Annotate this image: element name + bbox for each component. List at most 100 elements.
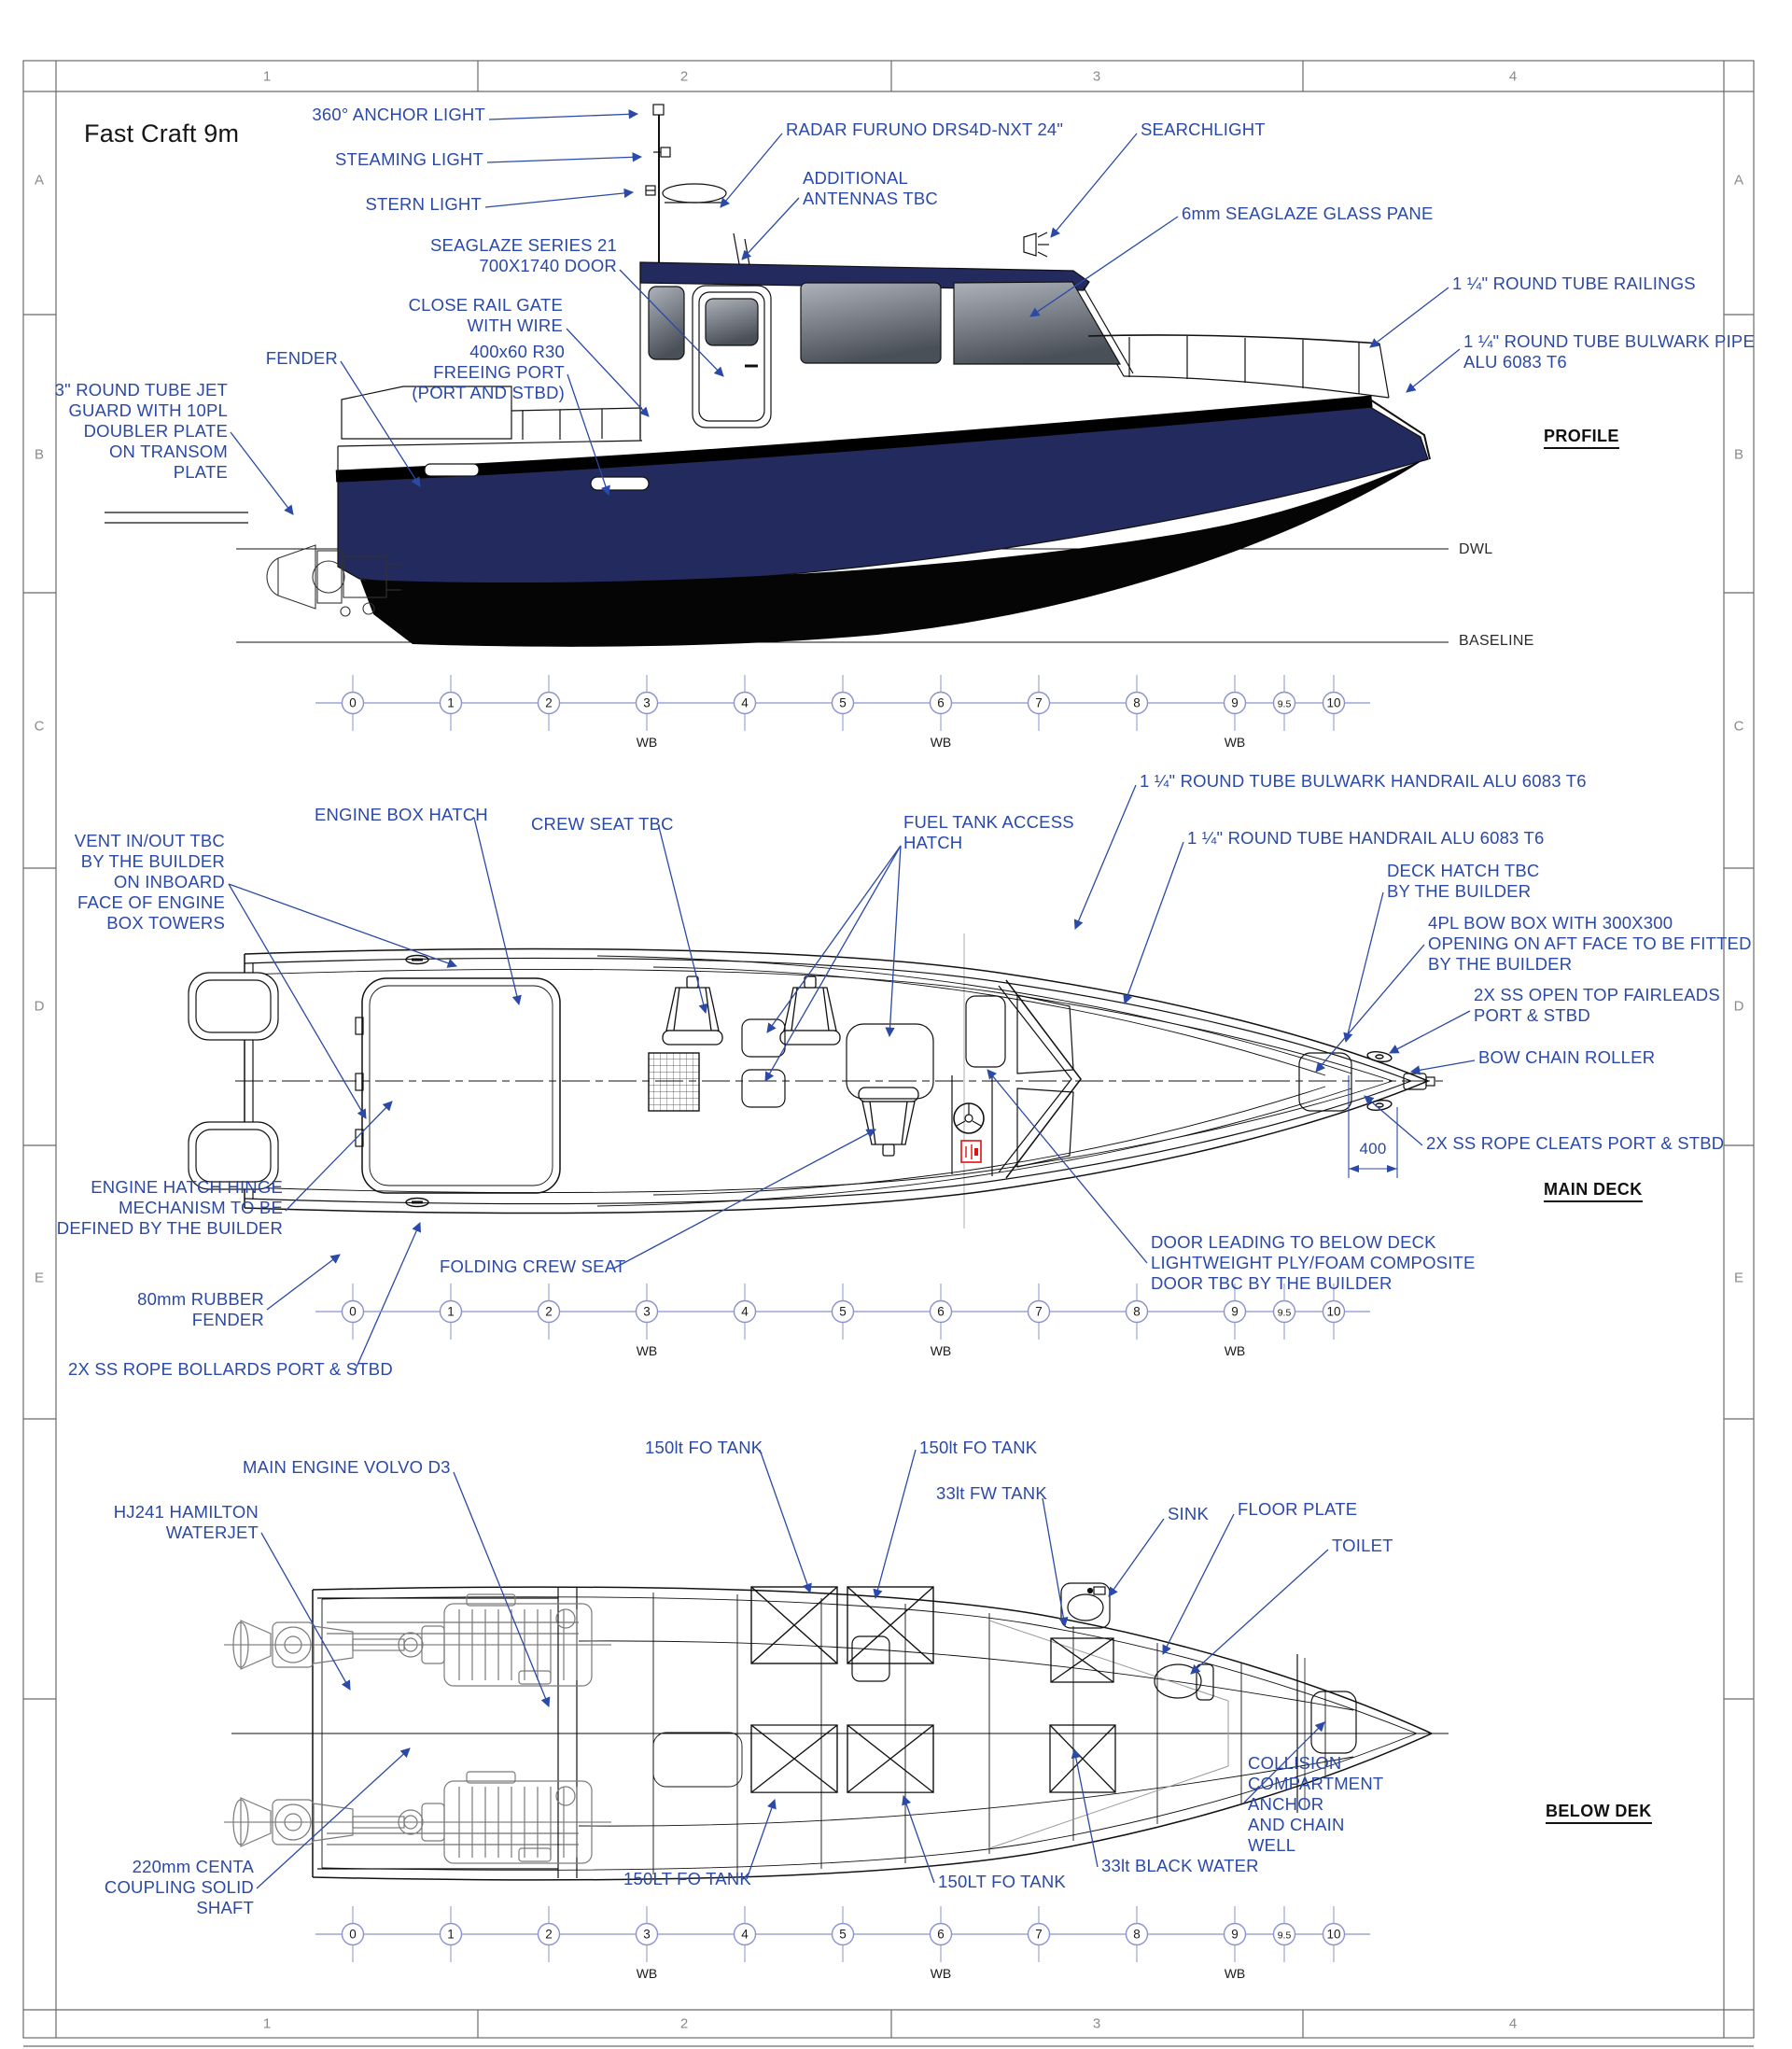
station-number: 9.5 <box>1278 1930 1292 1942</box>
frame-column-1: 1 <box>262 68 272 85</box>
station-bubble <box>1027 1299 1051 1324</box>
wb-label: WB <box>1225 1343 1246 1358</box>
station-bubble <box>537 1922 561 1946</box>
fairleads-label-line: PORT & STBD <box>1474 1005 1590 1025</box>
bulwark-handrail-label-leader <box>1073 784 1137 930</box>
station-bubble <box>1223 1299 1247 1324</box>
station-bubble <box>1223 1922 1247 1946</box>
centa-coupling-label-leader <box>256 1747 411 1889</box>
profile-title-line: PROFILE <box>1544 426 1619 449</box>
page-title: Fast Craft 9m <box>84 119 240 147</box>
railings-label: 1 ¼" ROUND TUBE RAILINGS <box>1452 274 1696 294</box>
rope-cleats-label: 2X SS ROPE CLEATS PORT & STBD <box>1426 1133 1724 1154</box>
station-bubble <box>1322 1299 1346 1324</box>
frame-row-left-A: A <box>34 172 45 189</box>
station-number: 0 <box>349 1928 357 1942</box>
frame-row-right-C: C <box>1733 718 1744 735</box>
rope-cleats-label-line: 2X SS ROPE CLEATS PORT & STBD <box>1426 1133 1725 1153</box>
fender-label: FENDER <box>266 348 338 369</box>
waterjet-label-line: HJ241 HAMILTON <box>113 1502 259 1522</box>
station-number: 0 <box>349 1305 357 1319</box>
station-number: 0 <box>349 696 357 710</box>
station-number: 9 <box>1231 1305 1239 1319</box>
main-deck-title: MAIN DECK <box>1544 1179 1643 1202</box>
toilet-label: TOILET <box>1332 1536 1393 1556</box>
station-number: 2 <box>545 1928 553 1942</box>
freeing-port-label-line: (PORT AND STBD) <box>412 383 565 402</box>
vent-label-line: VENT IN/OUT TBC <box>74 831 225 850</box>
rail-gate-label-leader <box>566 328 650 417</box>
main-engine-label-line: MAIN ENGINE VOLVO D3 <box>243 1457 451 1477</box>
black-water-label-line: 33lt BLACK WATER <box>1101 1856 1259 1875</box>
station-bubble <box>439 691 463 715</box>
station-bubble <box>733 691 757 715</box>
frame-row-left-D: D <box>34 998 45 1015</box>
crew-seat-label: CREW SEAT TBC <box>531 814 674 835</box>
collision-label-line: COMPARTMENT <box>1248 1774 1384 1793</box>
fw-tank-label-line: 33lt FW TANK <box>936 1483 1047 1503</box>
wb-label: WB <box>637 735 658 750</box>
fairleads-label-line: 2X SS OPEN TOP FAIRLEADS <box>1474 985 1720 1004</box>
jet-guard-label-line: PLATE <box>173 462 228 482</box>
collision-label-line: AND CHAIN <box>1248 1815 1345 1834</box>
station-bubble <box>635 1299 659 1324</box>
frame-column-bottom-4: 4 <box>1508 2015 1518 2032</box>
baseline-label-line: BASELINE <box>1459 633 1534 649</box>
searchlight-label-line: SEARCHLIGHT <box>1141 119 1266 139</box>
below-dek-title-line: BELOW DEK <box>1546 1801 1652 1824</box>
dim-400-label: 400 <box>1360 1139 1387 1159</box>
station-number: 2 <box>545 696 553 710</box>
vent-label-line: BOX TOWERS <box>106 913 225 933</box>
steaming-light-label-line: STEAMING LIGHT <box>334 149 483 169</box>
main-deck-title-line: MAIN DECK <box>1544 1179 1643 1202</box>
frame-column-bottom-1: 1 <box>262 2015 272 2032</box>
station-number: 10 <box>1326 1305 1340 1319</box>
bow-box-label-line: BY THE BUILDER <box>1428 954 1573 974</box>
fo-tank-lower-left-label-line: 150LT FO TANK <box>623 1869 751 1888</box>
main-deck-drawing <box>188 933 1449 1228</box>
station-number: 6 <box>937 1305 945 1319</box>
jet-guard-label-line: 3" ROUND TUBE JET <box>54 380 228 400</box>
deck-hatch-label-leader <box>1343 891 1384 1044</box>
station-number: 5 <box>839 1305 847 1319</box>
station-bubble <box>1125 691 1149 715</box>
bulwark-pipe-label-leader <box>1406 348 1461 393</box>
fender-label-line: FENDER <box>265 348 338 368</box>
dwl-label-line: DWL <box>1459 541 1493 557</box>
station-bubble <box>831 1922 855 1946</box>
station-number: 4 <box>741 696 749 710</box>
station-bubble <box>537 1299 561 1324</box>
station-number: 9 <box>1231 1928 1239 1942</box>
handrail-label: 1 ¼" ROUND TUBE HANDRAIL ALU 6083 T6 <box>1187 828 1545 849</box>
station-bubble <box>1322 691 1346 715</box>
anchor-light-label-line: 360° ANCHOR LIGHT <box>312 105 485 124</box>
anchor-light-label: 360° ANCHOR LIGHT <box>312 105 485 125</box>
station-bubble <box>831 1299 855 1324</box>
rail-gate-label-line: WITH WIRE <box>467 316 563 335</box>
bow-box-label-line: 4PL BOW BOX WITH 300X300 <box>1428 913 1673 933</box>
deck-hatch-label-line: DECK HATCH TBC <box>1387 861 1540 880</box>
frame-row-left-C: C <box>34 718 45 735</box>
wb-label: WB <box>637 1343 658 1358</box>
frame-row-left-B: B <box>34 446 45 463</box>
bow-chain-roller-label-leader <box>1409 1060 1476 1075</box>
radar-label: RADAR FURUNO DRS4D-NXT 24" <box>786 119 1063 140</box>
frame-column-bottom-2: 2 <box>679 2015 689 2032</box>
below-dek-title: BELOW DEK <box>1546 1801 1652 1824</box>
main-engine-label-leader <box>453 1471 551 1707</box>
freeing-port-label-line: FREEING PORT <box>433 362 565 382</box>
fw-tank-label: 33lt FW TANK <box>936 1483 1047 1504</box>
door-below-deck-label-line: LIGHTWEIGHT PLY/FOAM COMPOSITE <box>1151 1253 1476 1272</box>
station-number: 7 <box>1035 696 1043 710</box>
rope-bollards-label-line: 2X SS ROPE BOLLARDS PORT & STBD <box>68 1359 393 1379</box>
frame-row-right-A: A <box>1733 172 1744 189</box>
seaglaze-door-label-leader <box>619 269 724 377</box>
frame-column-2: 2 <box>679 68 689 85</box>
